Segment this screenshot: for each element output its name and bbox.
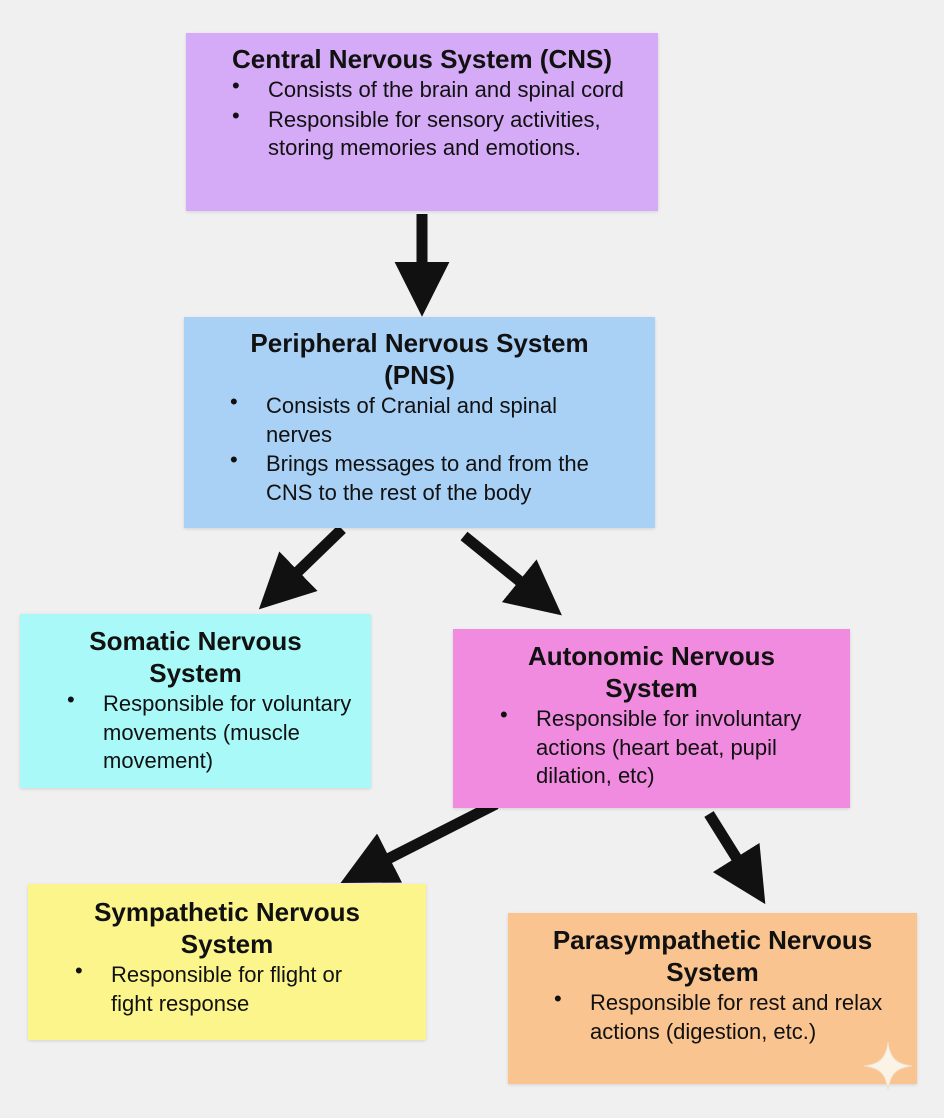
bullet-icon: •: [232, 102, 240, 128]
cns-bullet-2-text: Responsible for sensory activities, stor…: [268, 106, 601, 161]
bullet-icon: •: [500, 702, 508, 727]
cns-bullet-2: • Responsible for sensory activities, sto…: [232, 103, 658, 163]
bullet-icon: •: [554, 986, 562, 1011]
parasympathetic-bullet-1: • Responsible for rest and relax actions …: [554, 986, 917, 1046]
sympathetic-title: Sympathetic Nervous System: [94, 897, 360, 959]
autonomic-bullet-list: • Responsible for involuntary actions (he…: [453, 702, 850, 791]
pns-bullet-2-text: Brings messages to and from the CNS to t…: [266, 451, 589, 505]
pns-bullet-1-text: Consists of Cranial and spinal nerves: [266, 393, 558, 447]
parasympathetic-box: Parasympathetic Nervous System • Responsi…: [508, 913, 917, 1084]
cns-title: Central Nervous System (CNS): [232, 44, 612, 74]
cns-bullet-list: • Consists of the brain and spinal cord •…: [186, 73, 658, 163]
bullet-icon: •: [75, 958, 83, 983]
bullet-icon: •: [230, 447, 238, 472]
arrow-pns-to-somatic: [258, 525, 346, 610]
pns-title: Peripheral Nervous System (PNS): [250, 328, 589, 390]
autonomic-title: Autonomic Nervous System: [527, 641, 776, 703]
pns-bullet-list: • Consists of Cranial and spinal nerves •…: [184, 389, 655, 507]
arrow-pns-to-autonomic: [460, 531, 562, 616]
somatic-title: Somatic Nervous System: [89, 626, 302, 688]
somatic-box: Somatic Nervous System • Responsible for …: [20, 614, 371, 788]
parasympathetic-bullet-1-text: Responsible for rest and relax actions (…: [590, 990, 883, 1044]
cns-bullet-1: • Consists of the brain and spinal cord: [232, 73, 658, 105]
autonomic-bullet-1: • Responsible for involuntary actions (he…: [500, 702, 850, 791]
cns-bullet-1-text: Consists of the brain and spinal cord: [268, 77, 624, 102]
somatic-bullet-1: • Responsible for voluntary movements (mu…: [67, 687, 371, 776]
parasympathetic-title: Parasympathetic Nervous System: [552, 925, 873, 987]
sympathetic-bullet-1-text: Responsible for flight or fight response: [111, 962, 343, 1016]
somatic-bullet-list: • Responsible for voluntary movements (mu…: [20, 687, 371, 776]
pns-box: Peripheral Nervous System (PNS) • Consist…: [184, 317, 655, 528]
somatic-bullet-1-text: Responsible for voluntary movements (mus…: [103, 691, 352, 773]
sympathetic-bullet-1: • Responsible for flight or fight respons…: [75, 958, 426, 1018]
parasympathetic-bullet-list: • Responsible for rest and relax actions …: [508, 986, 917, 1046]
bullet-icon: •: [67, 687, 75, 712]
pns-bullet-1: • Consists of Cranial and spinal nerves: [230, 389, 655, 449]
arrow-autonomic-to-parasympathetic: [704, 811, 766, 905]
autonomic-bullet-1-text: Responsible for involuntary actions (hea…: [536, 706, 802, 788]
sympathetic-box: Sympathetic Nervous System • Responsible …: [28, 884, 426, 1040]
cns-box: Central Nervous System (CNS) • Consists o…: [186, 33, 658, 211]
bullet-icon: •: [232, 73, 240, 98]
pns-bullet-2: • Brings messages to and from the CNS to …: [230, 447, 655, 507]
bullet-icon: •: [230, 389, 238, 414]
sympathetic-bullet-list: • Responsible for flight or fight respons…: [28, 958, 426, 1018]
sparkle-icon: [863, 1041, 913, 1091]
autonomic-box: Autonomic Nervous System • Responsible fo…: [453, 629, 850, 808]
arrow-autonomic-to-sympathetic: [340, 799, 499, 883]
